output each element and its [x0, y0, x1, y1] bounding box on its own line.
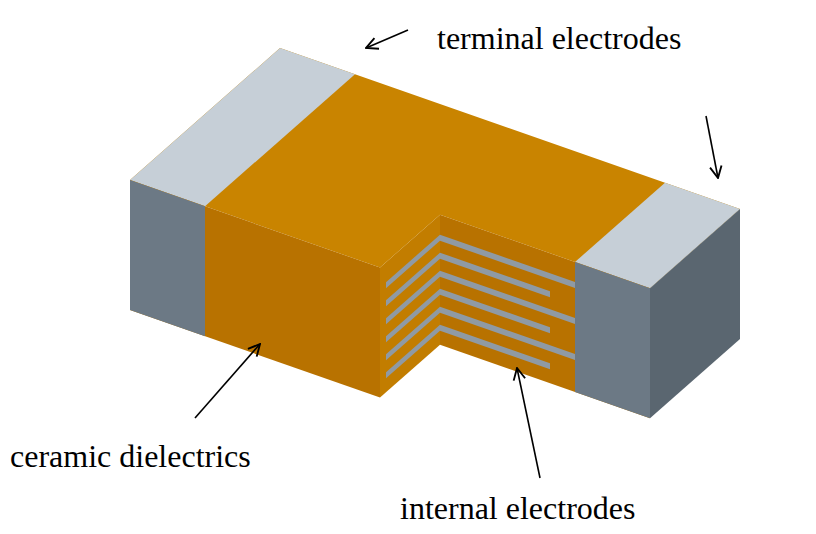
leader-arrow	[706, 116, 718, 178]
leader-arrow	[195, 344, 260, 418]
leader-arrow	[517, 368, 540, 478]
recessed-front	[440, 215, 650, 419]
leader-arrow	[366, 30, 408, 48]
part-label: internal electrodes	[400, 492, 635, 524]
electrode-layers	[386, 235, 575, 379]
right-cap-end	[650, 209, 740, 418]
left-cap-front	[130, 180, 205, 336]
right-cap-front	[575, 262, 650, 418]
part-label: terminal electrodes	[437, 22, 681, 54]
left-cap-top	[130, 48, 355, 206]
cut-face	[380, 215, 440, 398]
body-front	[130, 180, 380, 398]
part-label: ceramic dielectrics	[10, 440, 251, 472]
